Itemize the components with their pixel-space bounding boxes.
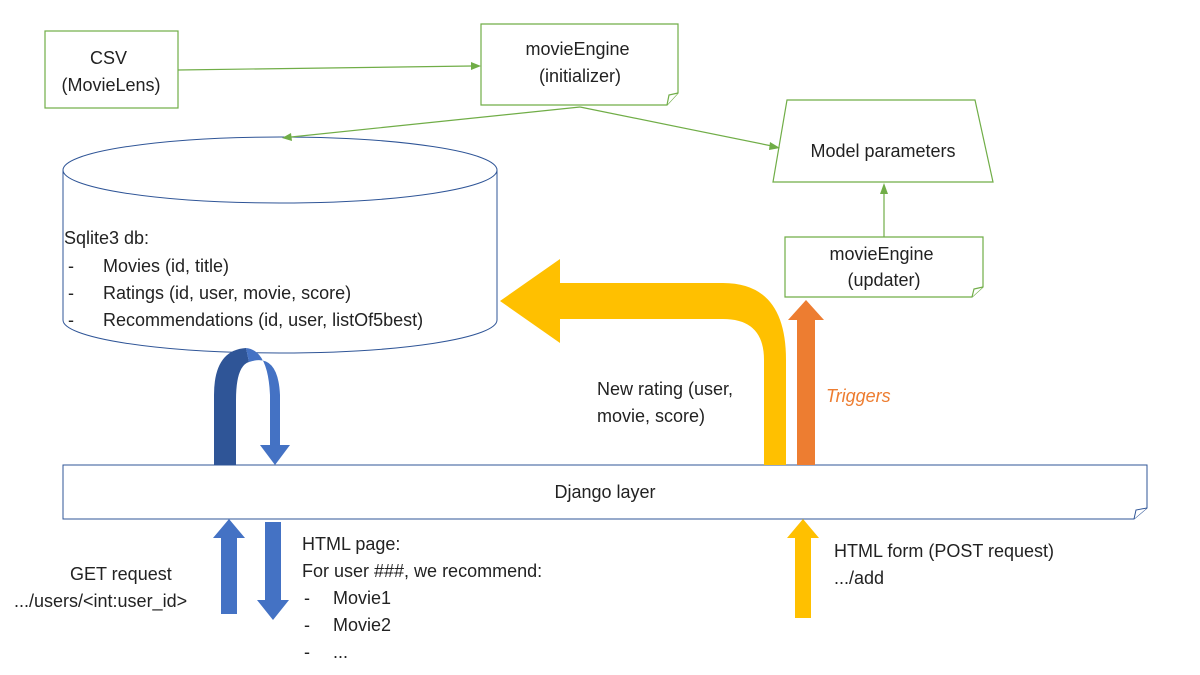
model-parameters-box [772, 99, 994, 183]
csv-box [44, 30, 179, 109]
triggers-label: Triggers [826, 386, 891, 406]
initializer-label: movieEngine (initializer) [525, 39, 634, 86]
db-item-recommendations: Recommendations (id, user, listOf5best) [103, 310, 423, 330]
initializer-box [480, 23, 679, 106]
html-page-line1: HTML page: [302, 534, 400, 554]
database-cylinder [62, 136, 498, 354]
db-item-recommendations-bullet: - [68, 310, 74, 330]
triggers-arrow [788, 300, 824, 465]
html-page-item2: Movie2 [333, 615, 391, 635]
django-layer-box [62, 464, 1148, 520]
html-page-item3-bullet: - [304, 642, 310, 662]
html-page-arrow [257, 522, 289, 620]
model-parameters-label: Model parameters [810, 141, 955, 161]
db-item-movies-bullet: - [68, 256, 74, 276]
csv-label: CSV (MovieLens) [61, 48, 160, 95]
django-layer-label: Django layer [554, 482, 655, 502]
db-item-ratings: Ratings (id, user, movie, score) [103, 283, 351, 303]
database-contents: Sqlite3 db: - Movies (id, title) - Ratin… [64, 228, 423, 330]
html-page-item2-bullet: - [304, 615, 310, 635]
updater-box [784, 236, 984, 298]
database-title: Sqlite3 db: [64, 228, 149, 248]
db-loop-arrow-down [246, 348, 290, 465]
html-form-label: HTML form (POST request) .../add [834, 541, 1059, 588]
db-item-movies: Movies (id, title) [103, 256, 229, 276]
db-item-ratings-bullet: - [68, 283, 74, 303]
initializer-to-db-arrow [282, 106, 581, 141]
html-page-item3: ... [333, 642, 348, 662]
get-request-label: GET request .../users/<int:user_id> [14, 564, 187, 612]
html-page-item1: Movie1 [333, 588, 391, 608]
html-page-item1-bullet: - [304, 588, 310, 608]
updater-to-model-arrow [880, 183, 888, 237]
html-form-arrow [787, 519, 819, 618]
db-loop-arrow-up [214, 348, 249, 465]
new-rating-label: New rating (user, movie, score) [597, 379, 738, 426]
html-page-line2: For user ###, we recommend: [302, 561, 542, 581]
updater-label: movieEngine (updater) [829, 244, 938, 290]
csv-to-initializer-arrow [177, 62, 481, 71]
initializer-to-model-arrow [579, 106, 780, 150]
new-rating-arrow [500, 259, 786, 465]
html-page-label: HTML page: For user ###, we recommend: -… [302, 534, 542, 662]
get-request-arrow [213, 519, 245, 614]
